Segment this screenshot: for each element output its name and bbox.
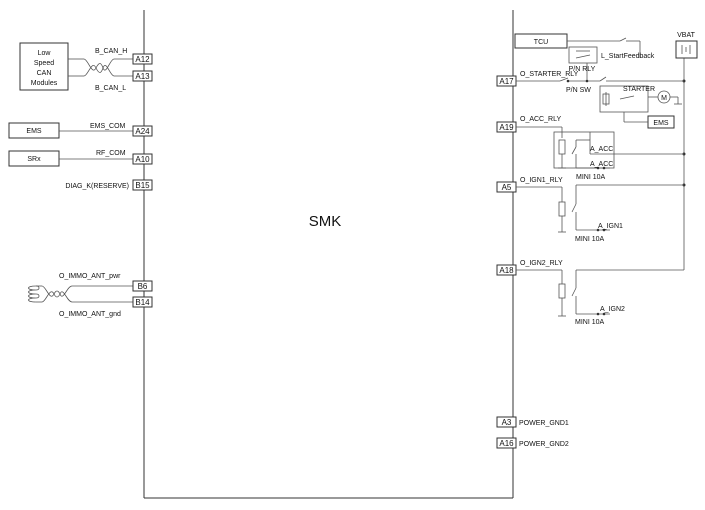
svg-text:A19: A19 — [499, 123, 514, 132]
svg-text:A17: A17 — [499, 77, 514, 86]
module-title: SMK — [309, 213, 342, 230]
signal-label: B_CAN_L — [95, 85, 126, 92]
signal-label: O_IMMO_ANT_gnd — [59, 311, 121, 318]
svg-text:A13: A13 — [135, 72, 150, 81]
pin-a3: A3 POWER_GND1 — [496, 416, 569, 428]
pin-a18: A18 O_IGN2_RLY — [496, 260, 563, 284]
vbat-label: VBAT — [677, 32, 695, 39]
signal-label: B_CAN_H — [95, 48, 127, 55]
starter-relay: STARTER — [599, 85, 655, 113]
immo-antenna-coil-icon — [28, 285, 133, 303]
svg-text:A5: A5 — [502, 183, 512, 192]
srx-box: SRx — [8, 150, 133, 167]
signal-label: O_ACC_RLY — [520, 116, 561, 123]
svg-text:TCU: TCU — [534, 39, 548, 46]
svg-text:A24: A24 — [135, 127, 150, 136]
svg-text:P/N RLY: P/N RLY — [569, 66, 596, 73]
starter-motor-icon: M — [648, 90, 682, 105]
starter-label: STARTER — [623, 86, 655, 93]
svg-text:A16: A16 — [499, 439, 514, 448]
svg-text:A12: A12 — [135, 55, 150, 64]
pin-a17: A17 O_STARTER_RLY P/N SW — [496, 71, 684, 94]
svg-text:Speed: Speed — [34, 60, 54, 67]
ems-box: EMS — [8, 122, 133, 139]
feedback-label: L_StartFeedback — [601, 53, 655, 60]
svg-text:EMS: EMS — [26, 128, 42, 135]
svg-text:A10: A10 — [135, 155, 150, 164]
pn-sw-label: P/N SW — [566, 87, 591, 94]
signal-label: O_IGN2_RLY — [520, 260, 563, 267]
pin-a19: A19 O_ACC_RLY — [496, 116, 563, 138]
signal-label: DIAG_K(RESERVE) — [65, 183, 129, 190]
ign1-relay: A_IGN1 MINI 10A — [558, 184, 684, 243]
acc-relay: A_ACC A_ACC MINI 10A — [553, 131, 684, 181]
signal-label: RF_COM — [96, 150, 126, 157]
svg-text:A_ACC: A_ACC — [590, 161, 613, 168]
ems-right-box: EMS — [623, 112, 675, 129]
signal-label: EMS_COM — [90, 123, 126, 130]
svg-text:A_IGN1: A_IGN1 — [598, 223, 623, 230]
smk-module: SMK — [143, 10, 514, 499]
can-bus-wires — [68, 58, 133, 77]
svg-text:M: M — [661, 95, 667, 102]
svg-text:B6: B6 — [138, 282, 148, 291]
tcu-box: TCU — [514, 33, 641, 58]
acc-relay-label: A_ACC — [590, 146, 613, 153]
pin-a12: A12 B_CAN_H — [95, 48, 153, 65]
signal-label: O_IGN1_RLY — [520, 177, 563, 184]
pin-a5: A5 O_IGN1_RLY — [496, 177, 563, 202]
vbat-battery: VBAT — [675, 32, 698, 59]
pin-a10: A10 RF_COM — [96, 150, 153, 165]
svg-text:Low: Low — [38, 50, 52, 57]
pin-b15: B15 DIAG_K(RESERVE) — [65, 179, 153, 191]
fuse-label: MINI 10A — [575, 319, 605, 326]
power-bus — [682, 57, 694, 270]
svg-text:CAN: CAN — [37, 70, 52, 77]
fuse-label: MINI 10A — [576, 174, 606, 181]
pin-b6: B6 O_IMMO_ANT_pwr — [59, 273, 153, 292]
svg-text:A3: A3 — [502, 418, 512, 427]
can-modules-box: Low Speed CAN Modules — [19, 42, 69, 91]
signal-label: O_IMMO_ANT_pwr — [59, 273, 121, 280]
pn-relay: P/N RLY — [568, 46, 598, 73]
pin-a13: A13 B_CAN_L — [95, 70, 153, 92]
fuse-label: MINI 10A — [575, 236, 605, 243]
signal-label: POWER_GND1 — [519, 420, 569, 427]
svg-text:Modules: Modules — [31, 80, 58, 87]
signal-label: O_STARTER_RLY — [520, 71, 579, 78]
svg-text:EMS: EMS — [653, 120, 669, 127]
svg-text:B15: B15 — [135, 181, 150, 190]
svg-text:B14: B14 — [135, 298, 150, 307]
signal-label: POWER_GND2 — [519, 441, 569, 448]
pin-b14: B14 O_IMMO_ANT_gnd — [59, 296, 153, 318]
pin-a24: A24 EMS_COM — [90, 123, 153, 137]
svg-text:SRx: SRx — [27, 156, 41, 163]
svg-text:A_IGN2: A_IGN2 — [600, 306, 625, 313]
ign2-relay: A_IGN2 MINI 10A — [558, 269, 684, 326]
pin-a16: A16 POWER_GND2 — [496, 437, 569, 449]
svg-text:A18: A18 — [499, 266, 514, 275]
